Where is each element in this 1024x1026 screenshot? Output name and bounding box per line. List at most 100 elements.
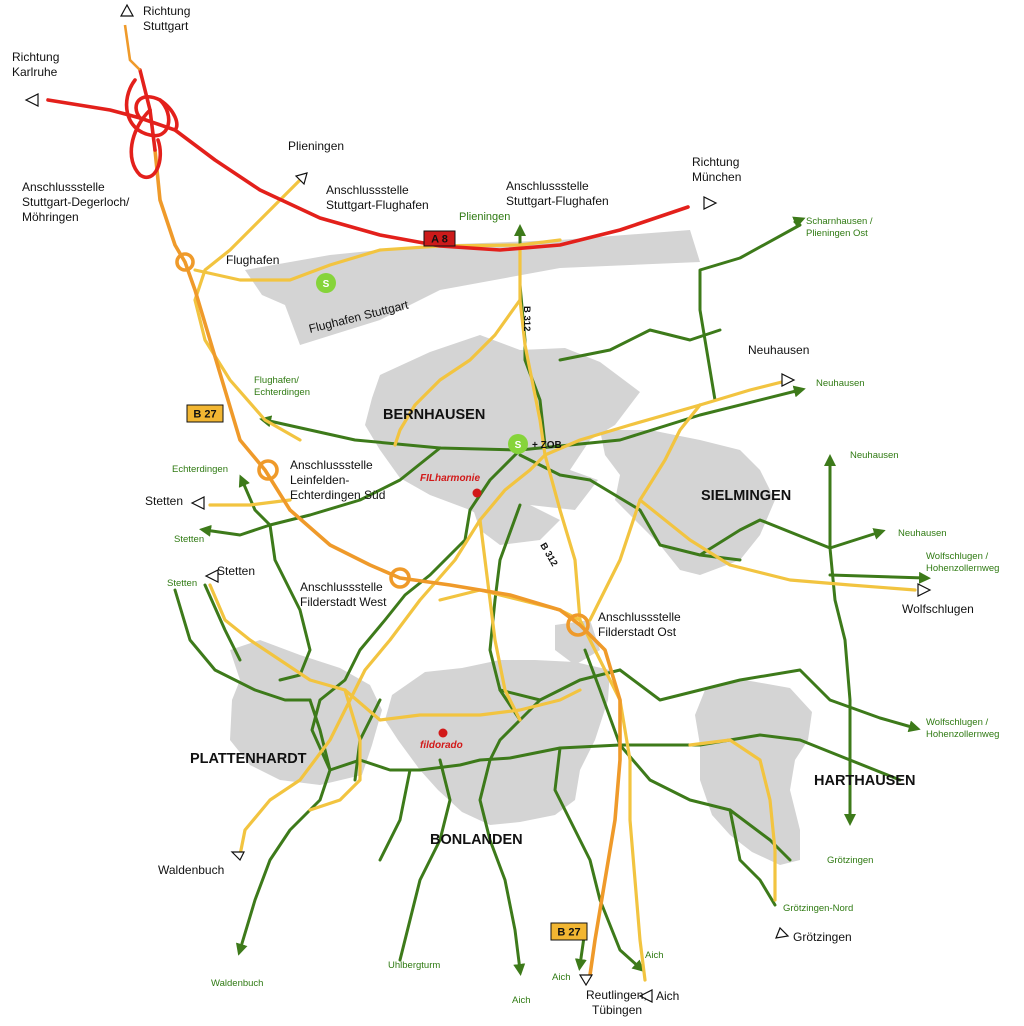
as-flughafen-w-1: Anschlussstelle xyxy=(326,183,409,197)
direction-arrow-icon xyxy=(190,496,205,510)
plattenhardt-area xyxy=(230,640,382,785)
direction-arrow-icon xyxy=(781,373,796,387)
cycle-dest-wolfschlugen-2a: Wolfschlugen / xyxy=(926,717,988,728)
cycle-route-path xyxy=(553,746,645,973)
road-path xyxy=(543,378,792,457)
as-flughafen-e-1: Anschlussstelle xyxy=(506,179,589,193)
dir-stuttgart-2: Stuttgart xyxy=(143,19,189,33)
town-harthausen: HARTHAUSEN xyxy=(814,773,916,789)
direction-arrow-icon xyxy=(638,989,653,1003)
road-path xyxy=(478,518,522,722)
as-degerloch-3: Möhringen xyxy=(22,210,79,224)
direction-arrow-icon xyxy=(119,3,135,17)
cycle-route-path xyxy=(583,648,622,747)
dir-plieningen: Plieningen xyxy=(288,139,344,153)
cycle-dest-wolfschlugen-1a: Wolfschlugen / xyxy=(926,551,988,562)
road-path xyxy=(238,453,547,857)
b27-badge-south xyxy=(550,922,588,941)
cycle-dest-neuhausen-3: Neuhausen xyxy=(898,528,947,539)
direction-arrow-icon xyxy=(703,196,718,210)
dir-muenchen-2: München xyxy=(692,170,741,184)
poi-dot-filharmonie xyxy=(472,488,482,498)
cycle-route-path xyxy=(792,216,806,228)
s-bahn-letter: S xyxy=(515,440,522,451)
road-path xyxy=(193,238,562,282)
cycle-dest-scharnhausen-2: Plieningen Ost xyxy=(806,228,868,239)
harthausen-area xyxy=(695,680,812,865)
motorway-a8 xyxy=(46,68,690,252)
dir-karlsruhe-1: Richtung xyxy=(12,50,59,64)
cycle-route-path xyxy=(828,528,886,550)
poi-fildorado: fildorado xyxy=(420,740,463,751)
cycle-route-path xyxy=(518,453,592,482)
cycle-route-path xyxy=(828,546,856,826)
road-path xyxy=(129,108,163,179)
cycle-route-path xyxy=(558,328,722,362)
town-bonlanden: BONLANDEN xyxy=(430,832,523,848)
dir-neuhausen: Neuhausen xyxy=(748,343,809,357)
b312-label-north: B 312 xyxy=(521,306,532,331)
dir-aich: Aich xyxy=(656,989,679,1003)
airport-area xyxy=(245,230,700,345)
cycle-dest-scharnhausen-1: Scharnhausen / xyxy=(806,216,873,227)
s-bahn-letter: S xyxy=(323,279,330,290)
road-path xyxy=(46,98,690,252)
as-flughafen-w-2: Stuttgart-Flughafen xyxy=(326,198,429,212)
direction-arrow-icon xyxy=(775,926,790,939)
cycle-route-path xyxy=(618,668,702,702)
cycle-route-path xyxy=(173,588,312,702)
dir-reutlingen-1: Reutlingen, xyxy=(586,988,647,1002)
direction-arrow-icon xyxy=(578,974,594,987)
black-labels: Richtung Stuttgart Richtung Karlruhe Ric… xyxy=(12,4,974,1017)
federal-road-b27 xyxy=(153,148,622,977)
road-path xyxy=(688,738,777,902)
main-roads xyxy=(193,178,917,982)
s-bahn-stations: S S xyxy=(316,273,528,454)
cycle-labels: Plieningen Scharnhausen / Plieningen Ost… xyxy=(167,211,999,1006)
cycle-dest-flughafen-1: Flughafen/ xyxy=(254,375,299,386)
road-path xyxy=(588,403,702,622)
cycle-route-path xyxy=(308,698,902,782)
cycle-route-path xyxy=(828,571,931,584)
built-areas xyxy=(230,230,812,865)
as-filderstadt-w-2: Filderstadt West xyxy=(300,595,387,609)
interchange xyxy=(566,613,590,637)
town-plattenhardt: PLATTENHARDT xyxy=(190,751,307,767)
b27-badge-south-label: B 27 xyxy=(557,927,580,939)
road-path xyxy=(123,24,141,71)
as-degerloch-1: Anschlussstelle xyxy=(22,180,105,194)
cycle-route-path xyxy=(698,223,802,402)
direction-arrow-icon xyxy=(230,851,245,862)
as-leinfelden-3: Echterdingen Süd xyxy=(290,488,385,502)
dir-reutlingen-2: Tübingen xyxy=(592,1003,642,1017)
dir-muenchen-1: Richtung xyxy=(692,155,739,169)
cycle-dest-groetzingen: Grötzingen xyxy=(827,855,873,866)
poi-filharmonie: FILharmonie xyxy=(420,473,480,484)
as-filderstadt-o-1: Anschlussstelle xyxy=(598,610,681,624)
dir-stuttgart-1: Richtung xyxy=(143,4,190,18)
cycle-dest-uhlbergturm: Uhlbergturm xyxy=(388,960,440,971)
dir-wolfschlugen: Wolfschlugen xyxy=(902,602,974,616)
cycle-route-path xyxy=(203,583,242,662)
cycle-route-path xyxy=(310,448,522,772)
town-labels: BERNHAUSEN SIELMINGEN PLATTENHARDT HARTH… xyxy=(190,407,916,848)
cycle-route-path xyxy=(588,454,836,557)
cycle-dest-flughafen-2: Echterdingen xyxy=(254,387,310,398)
small-area-2 xyxy=(555,620,600,665)
cycle-dest-wolfschlugen-1b: Hohenzollernweg xyxy=(926,563,999,574)
dir-stetten-w: Stetten xyxy=(145,494,183,508)
a8-badge xyxy=(423,230,456,247)
b312-label-south: B 312 xyxy=(537,541,559,568)
interchange xyxy=(175,252,195,272)
interchange xyxy=(257,459,279,481)
cycle-dest-stetten-1: Stetten xyxy=(174,534,204,545)
cycle-dest-aich-3: Aich xyxy=(645,950,663,961)
cycle-dest-aich-2: Aich xyxy=(552,972,570,983)
interchange xyxy=(389,567,411,589)
as-filderstadt-o-2: Filderstadt Ost xyxy=(598,625,677,639)
cycle-route-path xyxy=(378,768,412,862)
as-filderstadt-w-1: Anschlussstelle xyxy=(300,580,383,594)
dir-groetzingen: Grötzingen xyxy=(793,930,852,944)
